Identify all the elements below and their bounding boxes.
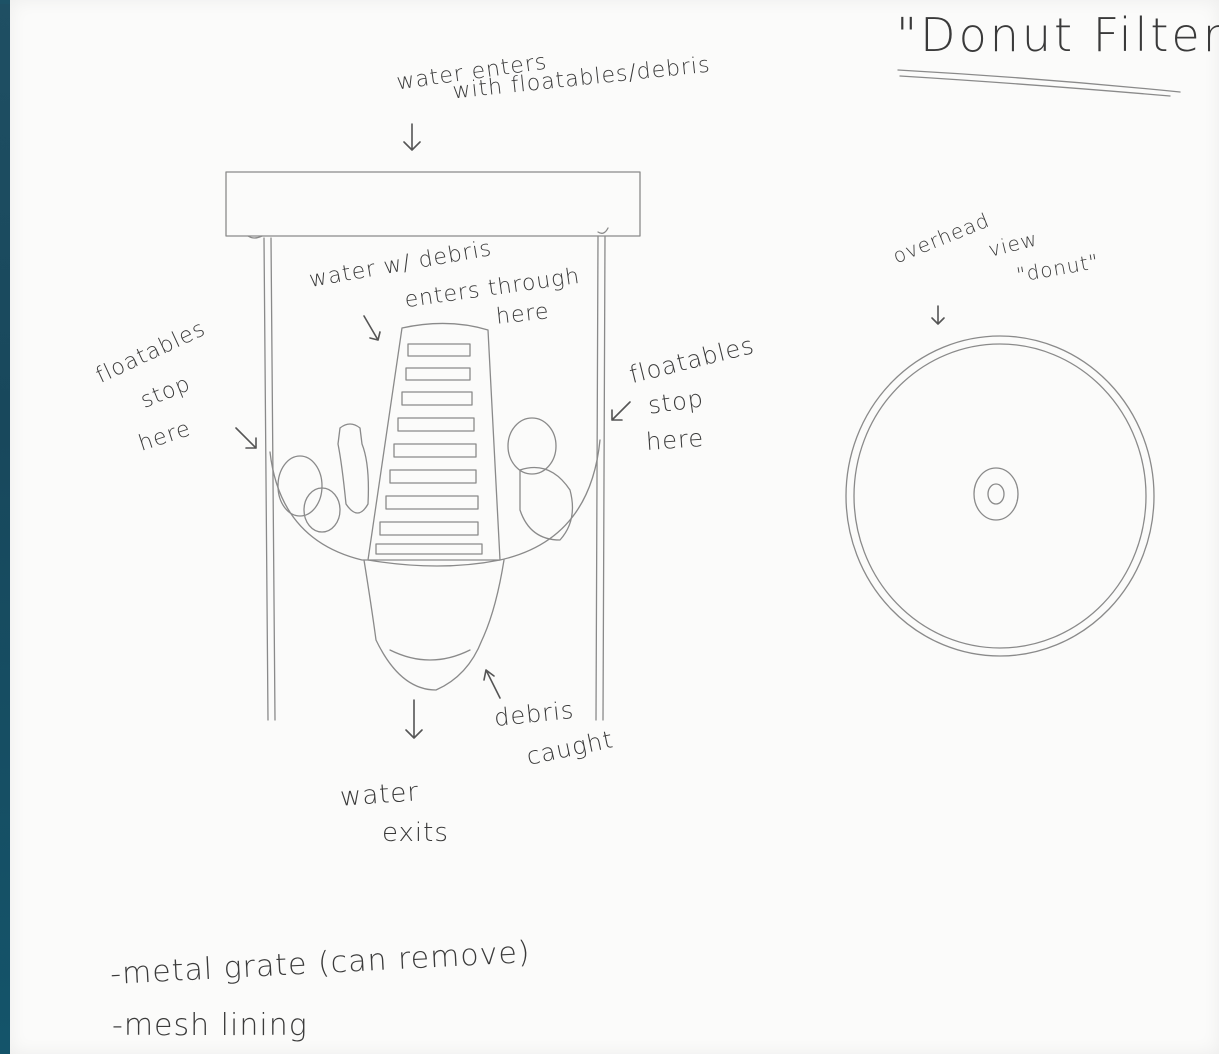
grate-slots xyxy=(376,344,482,554)
arrow-debris-caught xyxy=(484,670,500,698)
arrow-water-exits xyxy=(406,700,422,738)
right-wall xyxy=(596,236,598,720)
donut-inner xyxy=(974,468,1018,520)
central-cone xyxy=(368,323,500,566)
arrow-overhead xyxy=(932,306,944,324)
diagram-title: "Donut Filter" xyxy=(896,8,1219,62)
arrow-floatables-left xyxy=(236,428,256,448)
label-water-exits-1: water xyxy=(339,777,420,812)
floatable-right-1 xyxy=(508,418,556,474)
filter-lid xyxy=(226,172,640,236)
note-mesh-lining: -mesh lining xyxy=(112,1008,308,1043)
arrow-water-debris xyxy=(364,316,380,340)
label-floatables-right-3: here xyxy=(645,424,705,456)
left-wall xyxy=(264,238,268,720)
arrow-water-enters xyxy=(404,124,420,150)
donut-outer xyxy=(846,336,1154,656)
label-water-exits-2: exits xyxy=(382,818,449,848)
title-underline xyxy=(898,70,1180,92)
arrow-floatables-right xyxy=(612,402,630,420)
floatable-left-1 xyxy=(278,456,322,516)
debris-bag xyxy=(364,560,504,690)
floatable-bottle xyxy=(338,424,368,513)
